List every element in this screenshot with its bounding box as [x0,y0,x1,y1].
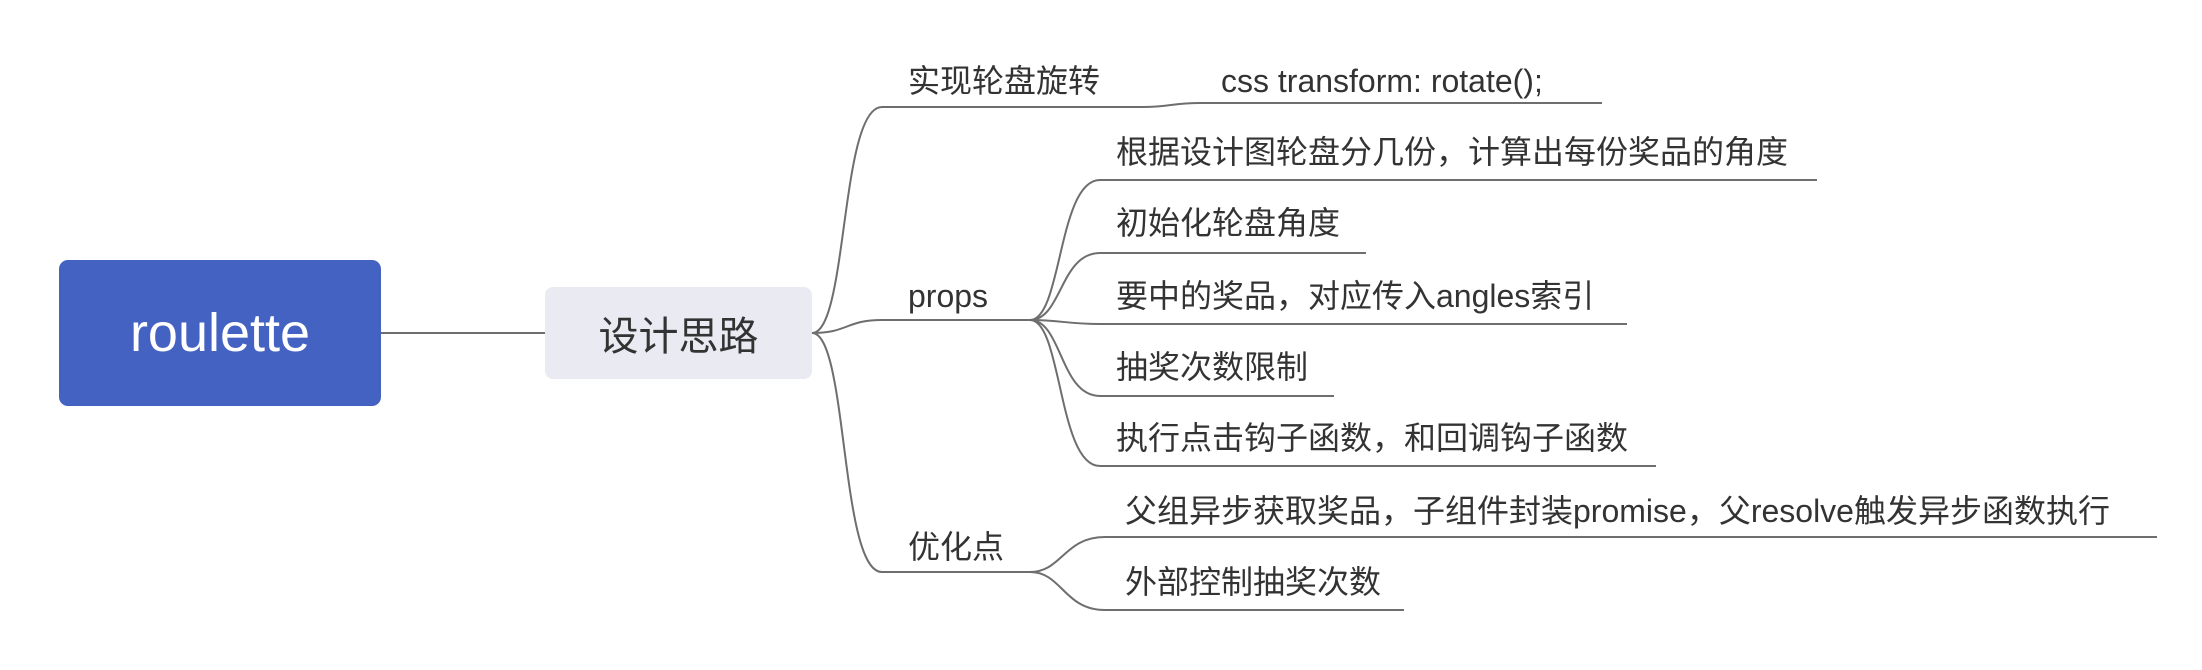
subtopic-optimize-2[interactable]: 外部控制抽奖次数 [1125,564,1382,600]
subtopic-props-2[interactable]: 初始化轮盘角度 [1116,205,1341,241]
main-topic[interactable]: 设计思路 [545,287,812,379]
branch-topic-optimize[interactable]: 优化点 [908,529,1005,565]
connector-props-to-child-1 [1029,179,1817,321]
subtopic-optimize-1[interactable]: 父组异步获取奖品，子组件封装promise，父resolve触发异步函数执行 [1125,493,2110,529]
root-topic-label: roulette [129,303,311,363]
connector-optimize-to-child-2 [1029,571,1404,611]
subtopic-css-rotate[interactable]: css transform: rotate(); [1221,63,1543,99]
branch-topic-rotate[interactable]: 实现轮盘旋转 [908,63,1101,99]
connector-branch-rotate-to-css [1142,102,1602,108]
connector-props-to-child-2 [1029,252,1366,321]
connector-main-to-branch-rotate [811,106,1143,334]
root-topic[interactable]: roulette [59,260,381,406]
subtopic-props-1[interactable]: 根据设计图轮盘分几份，计算出每份奖品的角度 [1116,134,1789,170]
subtopic-props-5[interactable]: 执行点击钩子函数，和回调钩子函数 [1116,420,1629,456]
branch-topic-props[interactable]: props [908,278,989,314]
connector-main-to-branch-props [811,319,1030,334]
main-topic-label: 设计思路 [598,315,759,359]
connector-main-to-branch-optimize [811,332,1030,573]
subtopic-props-3[interactable]: 要中的奖品，对应传入angles索引 [1116,278,1595,314]
subtopic-props-4[interactable]: 抽奖次数限制 [1116,349,1309,385]
connector-props-to-child-3 [1029,319,1627,325]
connector-props-to-child-4 [1029,319,1334,397]
connector-props-to-child-5 [1029,319,1656,467]
connector-optimize-to-child-1 [1029,536,2157,573]
